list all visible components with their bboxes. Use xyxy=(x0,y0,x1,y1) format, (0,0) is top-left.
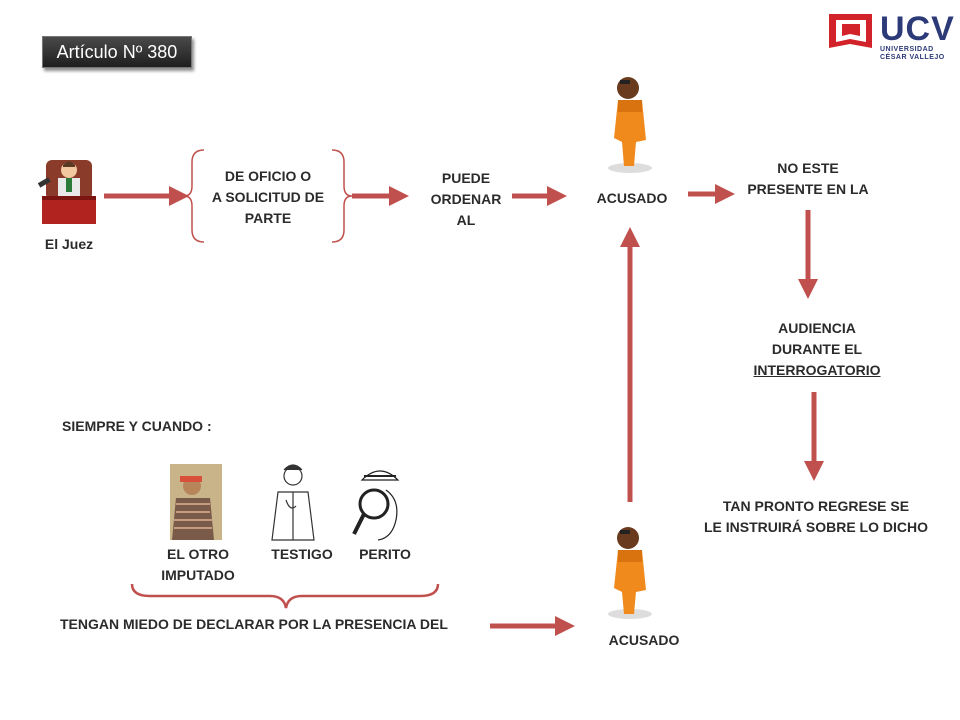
oficio-label: DE OFICIO O A SOLICITUD DE PARTE xyxy=(211,168,325,226)
judge-label: El Juez xyxy=(44,236,94,252)
ordenar-label: PUEDE ORDENAR AL xyxy=(430,170,502,228)
other-accused-label: EL OTRO IMPUTADO xyxy=(161,546,235,583)
witness-icon xyxy=(271,464,315,541)
not-present-label: NO ESTE PRESENTE EN LA xyxy=(747,160,869,197)
ucv-logo: UCV UNIVERSIDAD CÉSAR VALLEJO xyxy=(880,10,955,61)
other-accused-photo xyxy=(170,464,222,540)
expert-label: PERITO xyxy=(359,546,411,562)
accused-figure-icon xyxy=(608,77,652,173)
fear-label: TENGAN MIEDO DE DECLARAR POR LA PRESENCI… xyxy=(60,616,448,632)
judge-icon xyxy=(37,160,96,224)
witness-label: TESTIGO xyxy=(271,546,333,562)
curly-brace xyxy=(130,583,440,609)
article-badge: Artículo Nº 380 xyxy=(42,36,192,68)
expert-icon xyxy=(352,470,400,541)
ucv-logo-icon xyxy=(829,14,872,48)
return-label: TAN PRONTO REGRESE SE LE INSTRUIRÁ SOBRE… xyxy=(703,498,928,535)
condition-label: SIEMPRE Y CUANDO : xyxy=(62,418,212,434)
accused-bottom-label: ACUSADO xyxy=(608,632,680,648)
accused-figure-icon xyxy=(608,527,652,619)
hearing-label: AUDIENCIA DURANTE EL INTERROGATORIO xyxy=(753,320,881,378)
accused-top-label: ACUSADO xyxy=(596,190,668,206)
